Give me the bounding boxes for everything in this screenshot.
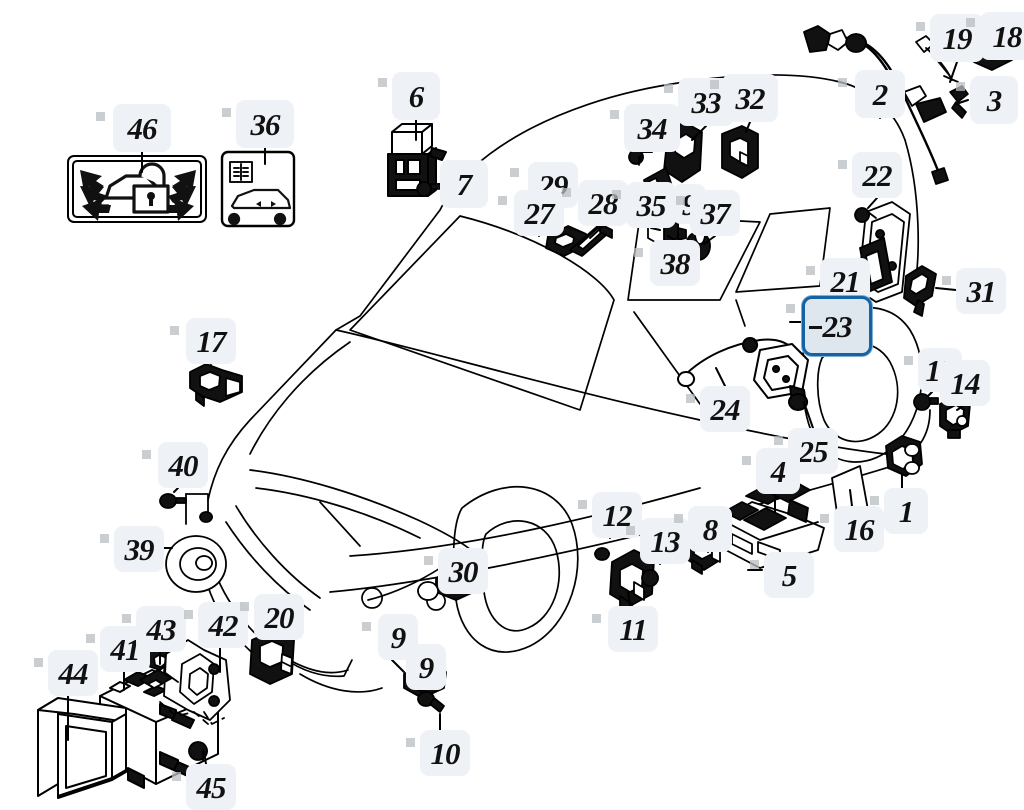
tick-marker — [742, 456, 751, 465]
callout-31[interactable]: 31 — [956, 268, 1006, 314]
callout-11[interactable]: 11 — [608, 606, 658, 652]
tick-marker — [86, 634, 95, 643]
tick-marker — [806, 266, 815, 275]
callout-44[interactable]: 44 — [48, 650, 98, 696]
callout-14[interactable]: 14 — [940, 360, 990, 406]
callout-7[interactable]: 7 — [440, 160, 488, 208]
tick-marker — [750, 560, 759, 569]
tick-marker — [966, 18, 975, 27]
tick-marker — [956, 82, 965, 91]
tick-marker — [578, 500, 587, 509]
tick-marker — [510, 168, 519, 177]
callout-35[interactable]: 35 — [626, 182, 676, 228]
tick-marker — [676, 196, 685, 205]
tick-marker — [362, 622, 371, 631]
callout-5[interactable]: 5 — [764, 552, 814, 598]
tick-marker — [142, 450, 151, 459]
tick-marker — [710, 80, 719, 89]
tick-marker — [634, 248, 643, 257]
callout-30[interactable]: 30 — [438, 548, 488, 594]
callout-8[interactable]: 8 — [688, 506, 732, 552]
tick-marker — [942, 276, 951, 285]
callout-17[interactable]: 17 — [186, 318, 236, 364]
tick-marker — [562, 188, 571, 197]
callout-24[interactable]: 24 — [700, 386, 750, 432]
tick-marker — [122, 614, 131, 623]
callout-46[interactable]: 46 — [113, 104, 171, 152]
tick-marker — [170, 326, 179, 335]
tick-marker — [786, 304, 795, 313]
tick-marker — [820, 514, 829, 523]
tick-marker — [96, 112, 105, 121]
selected-leader-dash — [809, 326, 822, 329]
callout-36[interactable]: 36 — [236, 100, 294, 148]
callout-43[interactable]: 43 — [136, 606, 186, 652]
callout-13[interactable]: 13 — [640, 518, 690, 564]
tick-marker — [686, 394, 695, 403]
callout-27[interactable]: 27 — [514, 190, 564, 236]
callout-42[interactable]: 42 — [198, 602, 248, 648]
tick-marker — [378, 78, 387, 87]
tick-marker — [184, 610, 193, 619]
callout-10[interactable]: 10 — [420, 730, 470, 776]
callout-32[interactable]: 32 — [722, 74, 778, 122]
callout-40[interactable]: 40 — [158, 442, 208, 488]
tick-marker — [664, 84, 673, 93]
callout-3[interactable]: 3 — [970, 76, 1018, 124]
tick-marker — [34, 658, 43, 667]
callout-19[interactable]: 19 — [930, 14, 984, 62]
tick-marker — [172, 772, 181, 781]
callout-22[interactable]: 22 — [852, 152, 902, 198]
tick-marker — [774, 436, 783, 445]
tick-marker — [100, 534, 109, 543]
callout-45[interactable]: 45 — [186, 764, 236, 810]
callout-23[interactable]: 23 — [802, 296, 872, 356]
tick-marker — [240, 602, 249, 611]
tick-marker — [916, 22, 925, 31]
callout-38[interactable]: 38 — [650, 240, 700, 286]
tick-marker — [838, 160, 847, 169]
callout-28[interactable]: 28 — [578, 180, 628, 226]
callout-2[interactable]: 2 — [855, 70, 905, 118]
tick-marker — [406, 738, 415, 747]
tick-marker — [610, 110, 619, 119]
callout-4[interactable]: 4 — [756, 448, 800, 494]
callout-34[interactable]: 34 — [624, 104, 680, 152]
callout-6[interactable]: 6 — [392, 72, 440, 120]
callout-37[interactable]: 37 — [690, 190, 740, 236]
tick-marker — [870, 496, 879, 505]
callout-39[interactable]: 39 — [114, 526, 164, 572]
callout-20[interactable]: 20 — [254, 594, 304, 640]
tick-marker — [612, 190, 621, 199]
tick-marker — [592, 614, 601, 623]
tick-marker — [838, 78, 847, 87]
callout-16[interactable]: 16 — [834, 506, 884, 552]
tick-marker — [222, 108, 231, 117]
tick-marker — [424, 556, 433, 565]
callout-1[interactable]: 1 — [884, 488, 928, 534]
tick-marker — [626, 526, 635, 535]
tick-marker — [674, 514, 683, 523]
tick-marker — [904, 356, 913, 365]
callout-18[interactable]: 18 — [980, 12, 1024, 60]
tick-marker — [498, 196, 507, 205]
callout-9c[interactable]: 9 — [406, 644, 446, 690]
